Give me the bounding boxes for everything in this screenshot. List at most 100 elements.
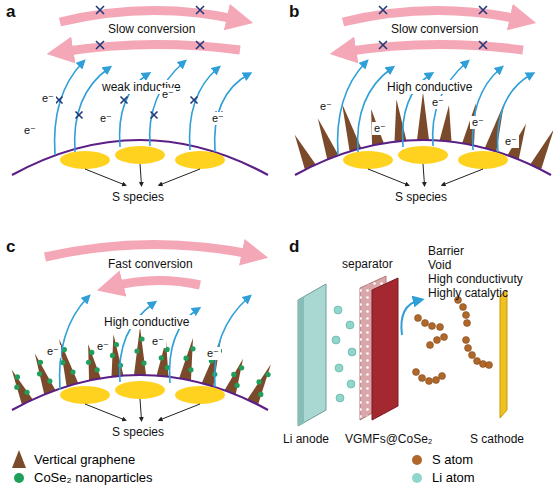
block-mark [191, 97, 198, 104]
electron-label: e⁻ [430, 96, 446, 109]
annotation: High conductive [385, 80, 474, 94]
legend-swatch [412, 455, 422, 465]
cose2-particle [38, 360, 43, 365]
pointer [140, 399, 142, 420]
conversion-arrow [343, 44, 523, 52]
s-species [175, 386, 225, 404]
cose2-particle [231, 372, 236, 377]
pointer [443, 169, 484, 185]
cose2-particle [139, 336, 144, 341]
vertical-graphene [417, 92, 429, 140]
pointer [85, 404, 125, 420]
panel-letter: b [289, 2, 299, 21]
cose2-particle [14, 385, 19, 390]
annotation: Slow conversion [108, 22, 195, 36]
cose2-particle [89, 350, 94, 355]
panel-letter: d [289, 237, 299, 256]
block-mark [479, 6, 487, 14]
annotation: Barrier [428, 244, 464, 258]
annotation: separator [342, 257, 393, 271]
cose2-particle [24, 390, 29, 395]
pointer [140, 164, 142, 185]
cose2-particle [183, 356, 188, 361]
block-mark [121, 97, 128, 104]
s-species [115, 381, 165, 399]
electron-label: e⁻ [210, 112, 226, 125]
vertical-graphene [179, 338, 193, 380]
annotation: S species [395, 190, 447, 204]
electron-label: e⁻ [503, 135, 519, 148]
electron-path [473, 68, 501, 150]
vertical-graphene [440, 105, 452, 141]
block-mark [96, 6, 104, 14]
cose2-particle [190, 346, 195, 351]
cose2-particle [47, 379, 52, 384]
block-mark [196, 6, 204, 14]
cose2-particle [234, 383, 239, 388]
electron-label: e⁻ [372, 122, 388, 135]
cose2-particle [70, 370, 75, 375]
conversion-arrow [45, 244, 255, 257]
electron-path [60, 297, 88, 390]
block-mark [379, 6, 387, 14]
block-mark [96, 41, 104, 49]
legend-text: CoSe₂ nanoparticles [34, 470, 153, 485]
electron-label: e⁻ [95, 340, 111, 353]
cose2-particle [86, 360, 91, 365]
conversion-arrow [60, 44, 240, 52]
vertical-graphene [12, 370, 33, 405]
conversion-arrow [110, 280, 200, 287]
electron-label: e⁻ [22, 124, 38, 137]
cose2-particle [114, 342, 119, 347]
conversion-arrow [60, 10, 240, 22]
annotation: Void [428, 258, 451, 272]
annotation: Fast conversion [108, 257, 193, 271]
block-mark [151, 112, 158, 119]
pointer [160, 404, 201, 420]
s-species [115, 146, 165, 164]
block-mark [379, 41, 387, 49]
s-species [60, 386, 110, 404]
annotation: Li anode [283, 432, 329, 446]
vertical-graphene [225, 359, 244, 395]
electron-path [498, 74, 532, 152]
legend-item: Li atom [410, 470, 475, 485]
pointer [368, 169, 408, 185]
electron-label: e⁻ [150, 335, 166, 348]
electron-label: e⁻ [205, 347, 221, 360]
vertical-graphene [318, 118, 339, 159]
s-species [398, 146, 448, 164]
annotation: Slow conversion [391, 22, 478, 36]
annotation: Highly catalytic [428, 286, 508, 300]
cose2-particle [159, 355, 164, 360]
cose2-particle [15, 374, 20, 379]
block-mark [479, 41, 487, 49]
annotation: High conductive [102, 315, 191, 329]
pointer [423, 164, 425, 185]
legend-text: Li atom [432, 470, 475, 485]
cose2-particle [256, 379, 261, 384]
electron-label: e⁻ [45, 345, 61, 358]
legend-item: Vertical graphene [12, 450, 135, 468]
panel-letter: c [6, 237, 15, 256]
vertical-graphene [485, 104, 504, 152]
electron-label: e⁻ [470, 116, 486, 129]
cose2-particle [134, 348, 139, 353]
pointer [85, 169, 125, 185]
s-species [175, 151, 225, 169]
s-species [458, 151, 508, 169]
block-mark [76, 112, 83, 119]
electron-path [215, 297, 249, 387]
electron-path [150, 62, 184, 146]
pointer [160, 169, 201, 185]
legend-item: S atom [410, 452, 473, 467]
cose2-particle [188, 367, 193, 372]
legend-swatch [12, 450, 26, 468]
annotation: S cathode [470, 432, 524, 446]
block-mark [196, 41, 204, 49]
cose2-particle [266, 372, 271, 377]
legend-swatch [412, 473, 422, 483]
electron-label: e⁻ [318, 100, 334, 113]
cose2-particle [141, 360, 146, 365]
